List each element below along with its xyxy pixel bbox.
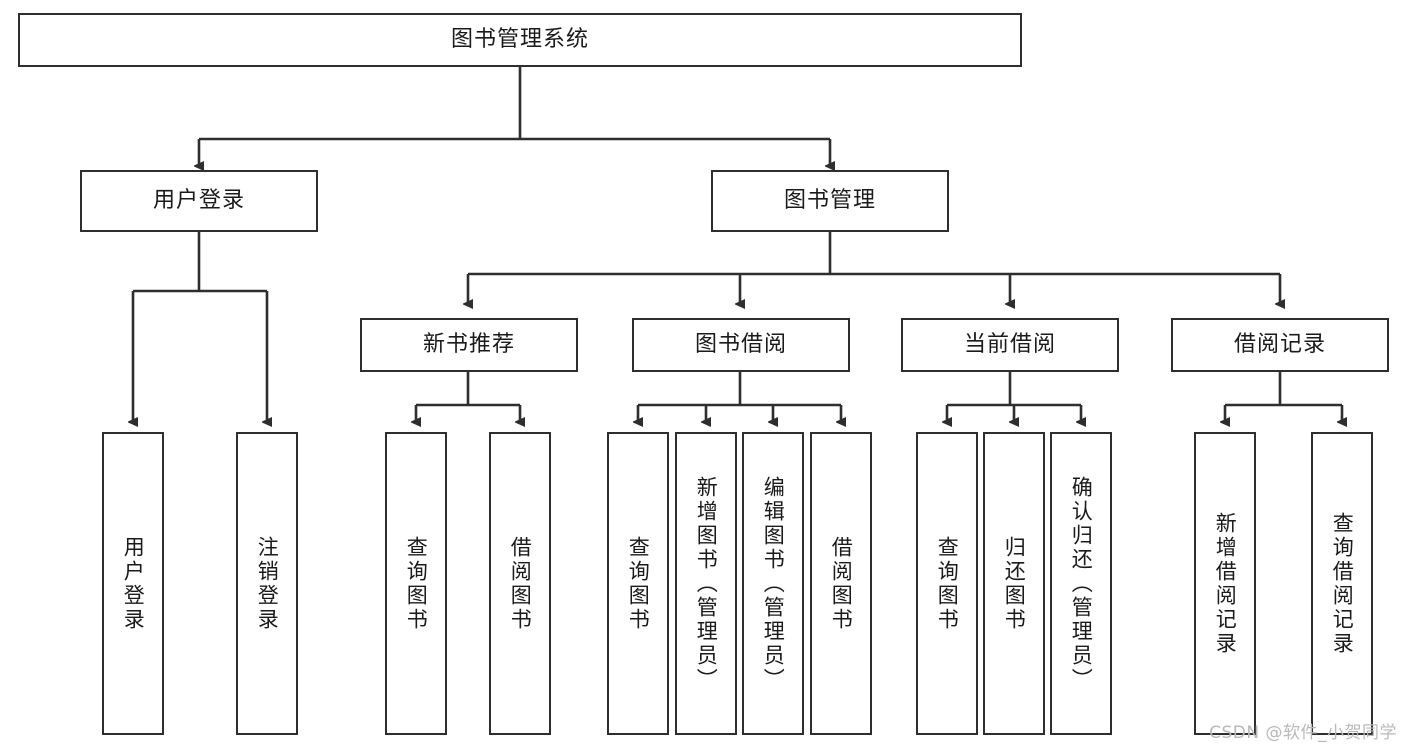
node-label: 借阅记录 xyxy=(1233,331,1326,357)
node-label: 用户登录 xyxy=(152,187,245,213)
leaf-query-borrow-record[interactable]: 查询借阅记录 xyxy=(1311,432,1373,735)
leaf-query-book-borrow[interactable]: 查询图书 xyxy=(607,432,669,735)
node-label: 借阅图书 xyxy=(829,535,854,632)
leaf-confirm-return-admin[interactable]: 确认归还（管理员） xyxy=(1050,432,1112,735)
node-new-book-recommend[interactable]: 新书推荐 xyxy=(360,318,578,372)
node-borrow-record[interactable]: 借阅记录 xyxy=(1171,318,1389,372)
node-root-book-management-system[interactable]: 图书管理系统 xyxy=(18,13,1022,67)
leaf-user-login[interactable]: 用户登录 xyxy=(102,432,164,735)
node-label: 查询图书 xyxy=(404,535,429,632)
leaf-add-book-admin[interactable]: 新增图书（管理员） xyxy=(675,432,737,735)
node-label: 确认归还（管理员） xyxy=(1069,475,1094,692)
node-label: 编辑图书（管理员） xyxy=(761,475,786,692)
node-label: 新增借阅记录 xyxy=(1213,511,1238,656)
watermark-text: CSDN @软件_小贺同学 xyxy=(1209,723,1397,743)
leaf-return-book[interactable]: 归还图书 xyxy=(983,432,1045,735)
node-label: 借阅图书 xyxy=(508,535,533,632)
node-label: 新增图书（管理员） xyxy=(694,475,719,692)
node-label: 图书管理 xyxy=(783,187,876,213)
leaf-query-book-recommend[interactable]: 查询图书 xyxy=(385,432,447,735)
node-label: 查询图书 xyxy=(626,535,651,632)
leaf-borrow-book[interactable]: 借阅图书 xyxy=(810,432,872,735)
leaf-edit-book-admin[interactable]: 编辑图书（管理员） xyxy=(742,432,804,735)
leaf-borrow-book-recommend[interactable]: 借阅图书 xyxy=(489,432,551,735)
node-current-borrow[interactable]: 当前借阅 xyxy=(901,318,1119,372)
node-user-login[interactable]: 用户登录 xyxy=(80,170,318,232)
node-label: 用户登录 xyxy=(121,535,146,632)
node-label: 新书推荐 xyxy=(422,331,515,357)
node-book-borrow[interactable]: 图书借阅 xyxy=(632,318,850,372)
leaf-add-borrow-record[interactable]: 新增借阅记录 xyxy=(1194,432,1256,735)
leaf-query-book-current[interactable]: 查询图书 xyxy=(916,432,978,735)
node-label: 当前借阅 xyxy=(963,331,1056,357)
leaf-logout[interactable]: 注销登录 xyxy=(236,432,298,735)
node-book-management[interactable]: 图书管理 xyxy=(711,170,949,232)
node-label: 图书管理系统 xyxy=(450,26,589,52)
node-label: 注销登录 xyxy=(255,535,280,632)
node-label: 归还图书 xyxy=(1002,535,1027,632)
node-label: 图书借阅 xyxy=(694,331,787,357)
node-label: 查询图书 xyxy=(935,535,960,632)
node-label: 查询借阅记录 xyxy=(1330,511,1355,656)
